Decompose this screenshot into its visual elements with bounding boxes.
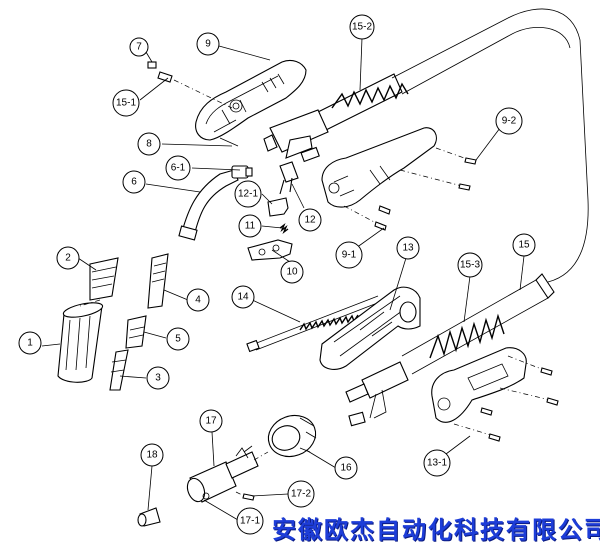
svg-text:15-1: 15-1: [116, 98, 136, 109]
svg-text:9-2: 9-2: [502, 116, 517, 127]
label-17-2: 17-2: [287, 480, 315, 508]
leader-lines: [41, 37, 525, 521]
lower-cable: [401, 273, 555, 375]
svg-text:2: 2: [65, 253, 71, 264]
tip-holder-4: [147, 253, 169, 309]
svg-text:4: 4: [195, 295, 201, 306]
label-17: 17: [199, 409, 223, 433]
svg-text:18: 18: [146, 450, 158, 461]
label-9-1: 9-1: [335, 241, 363, 269]
label-13: 13: [396, 236, 420, 260]
upper-spring-guard: [317, 73, 409, 131]
lower-spring-guard: [429, 313, 505, 359]
svg-text:17-1: 17-1: [240, 516, 260, 527]
label-3: 3: [146, 366, 170, 390]
label-15-3: 15-3: [457, 252, 483, 278]
label-9-2: 9-2: [495, 107, 523, 135]
upper-cable: [391, 8, 589, 283]
svg-text:17-2: 17-2: [291, 489, 311, 500]
label-13-1: 13-1: [423, 449, 451, 477]
lower-connector: [345, 361, 409, 427]
label-5: 5: [166, 327, 190, 351]
svg-text:7: 7: [136, 42, 142, 53]
svg-text:15-2: 15-2: [352, 22, 372, 33]
label-16: 16: [334, 456, 358, 480]
handle-half-9: [195, 59, 307, 141]
liner-14: [246, 295, 381, 353]
svg-text:3: 3: [155, 373, 161, 384]
svg-text:12: 12: [304, 215, 316, 226]
svg-text:10: 10: [286, 267, 298, 278]
nozzle-1: [57, 302, 104, 383]
spring-11: [279, 222, 289, 235]
diffuser-2: [79, 257, 119, 307]
svg-text:5: 5: [175, 334, 181, 345]
adapter-17: [186, 445, 269, 503]
handle-half-9-2: [321, 127, 477, 231]
label-10: 10: [280, 260, 304, 284]
svg-text:1: 1: [27, 338, 33, 349]
label-11: 11: [238, 214, 262, 238]
pin-8: [219, 137, 239, 147]
svg-text:11: 11: [245, 221, 256, 232]
label-7: 7: [129, 37, 149, 57]
svg-text:12-1: 12-1: [238, 189, 258, 200]
insulator-5: [125, 315, 147, 349]
svg-text:6: 6: [131, 177, 137, 188]
svg-text:13-1: 13-1: [427, 458, 447, 469]
svg-text:16: 16: [340, 463, 352, 474]
label-15-1: 15-1: [112, 89, 140, 117]
label-12: 12: [298, 208, 322, 232]
svg-text:9: 9: [205, 39, 211, 50]
label-14: 14: [231, 285, 255, 309]
company-name-watermark: 安徽欧杰自动化科技有限公司: [272, 515, 600, 544]
contact-tip-3: [109, 349, 129, 391]
nut-16: [267, 414, 317, 458]
switch-12: [279, 161, 299, 195]
upper-cable-connector: [263, 109, 329, 163]
svg-text:17: 17: [205, 416, 217, 427]
svg-text:9-1: 9-1: [342, 250, 357, 261]
swan-neck-6: [178, 165, 253, 241]
trigger-10: [247, 239, 293, 261]
label-15: 15: [512, 233, 536, 257]
cap-18: [137, 507, 161, 527]
label-17-1: 17-1: [236, 507, 264, 535]
label-12-1: 12-1: [234, 180, 262, 208]
handle-13: [319, 286, 421, 370]
svg-text:6-1: 6-1: [171, 163, 186, 174]
label-8: 8: [137, 132, 161, 156]
label-6: 6: [122, 170, 146, 194]
label-1: 1: [18, 331, 42, 355]
label-2: 2: [56, 246, 80, 270]
svg-text:15-3: 15-3: [460, 260, 480, 271]
clip-12-1: [267, 197, 289, 217]
screw-7: [147, 61, 233, 109]
label-4: 4: [186, 288, 210, 312]
svg-text:13: 13: [402, 243, 414, 254]
label-9: 9: [196, 32, 220, 56]
label-15-2: 15-2: [349, 14, 375, 40]
svg-text:14: 14: [237, 292, 249, 303]
label-18: 18: [140, 443, 164, 467]
svg-text:15: 15: [518, 240, 530, 251]
handle-13-1: [431, 347, 559, 442]
svg-text:8: 8: [146, 139, 152, 150]
label-6-1: 6-1: [165, 155, 191, 181]
